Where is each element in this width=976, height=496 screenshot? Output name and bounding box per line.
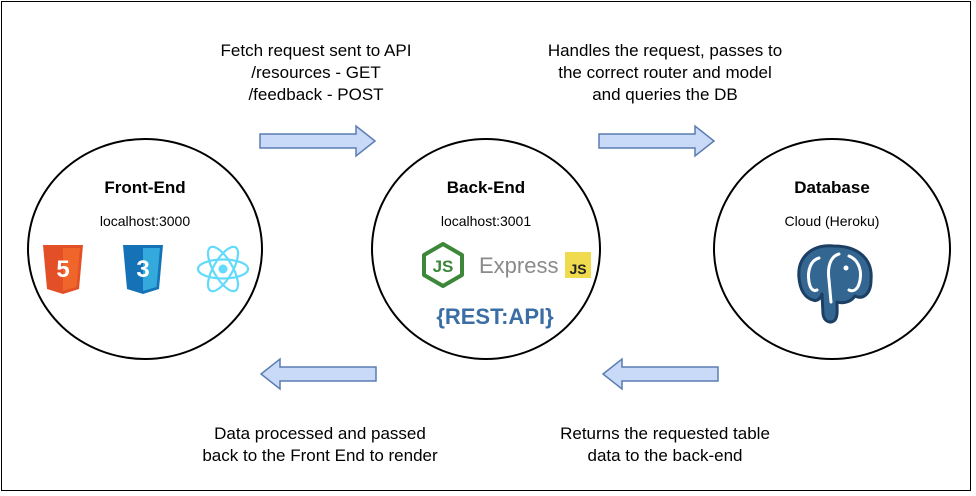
frontend-node: Front-End localhost:3000 5 3 bbox=[27, 138, 263, 360]
render-caption: Data processed and passed back to the Fr… bbox=[202, 424, 438, 465]
handler-caption: Handles the request, passes to the corre… bbox=[547, 41, 783, 104]
arrow-database-to-backend bbox=[601, 357, 719, 391]
svg-text:Express: Express bbox=[479, 253, 558, 278]
svg-text:3: 3 bbox=[136, 256, 149, 283]
arrow-frontend-to-backend bbox=[259, 124, 377, 158]
backend-address: localhost:3001 bbox=[440, 213, 532, 229]
postgresql-icon bbox=[797, 244, 873, 324]
backend-title: Back-End bbox=[446, 178, 526, 197]
rest-api-logo: {REST:API} bbox=[436, 304, 554, 329]
arrow-backend-to-frontend bbox=[259, 357, 377, 391]
frontend-address: localhost:3000 bbox=[99, 213, 191, 229]
database-host: Cloud (Heroku) bbox=[784, 213, 880, 229]
react-icon bbox=[196, 245, 250, 293]
database-title: Database bbox=[794, 178, 870, 197]
svg-text:{REST:API}: {REST:API} bbox=[436, 304, 554, 329]
nodejs-icon: JS bbox=[422, 242, 464, 288]
frontend-title: Front-End bbox=[104, 178, 186, 197]
arrow-backend-to-database bbox=[598, 124, 716, 158]
backend-node: Back-End localhost:3001 JS Express JS {R… bbox=[371, 138, 601, 360]
css3-icon: 3 bbox=[123, 245, 163, 294]
svg-text:JS: JS bbox=[569, 261, 586, 277]
request-caption: Fetch request sent to API /resources - G… bbox=[220, 41, 412, 104]
database-node: Database Cloud (Heroku) bbox=[713, 138, 951, 360]
return-caption: Returns the requested table data to the … bbox=[560, 424, 770, 465]
express-logo: Express JS bbox=[479, 252, 591, 278]
svg-text:5: 5 bbox=[56, 256, 69, 283]
html5-icon: 5 bbox=[43, 245, 83, 294]
svg-text:JS: JS bbox=[433, 257, 454, 276]
